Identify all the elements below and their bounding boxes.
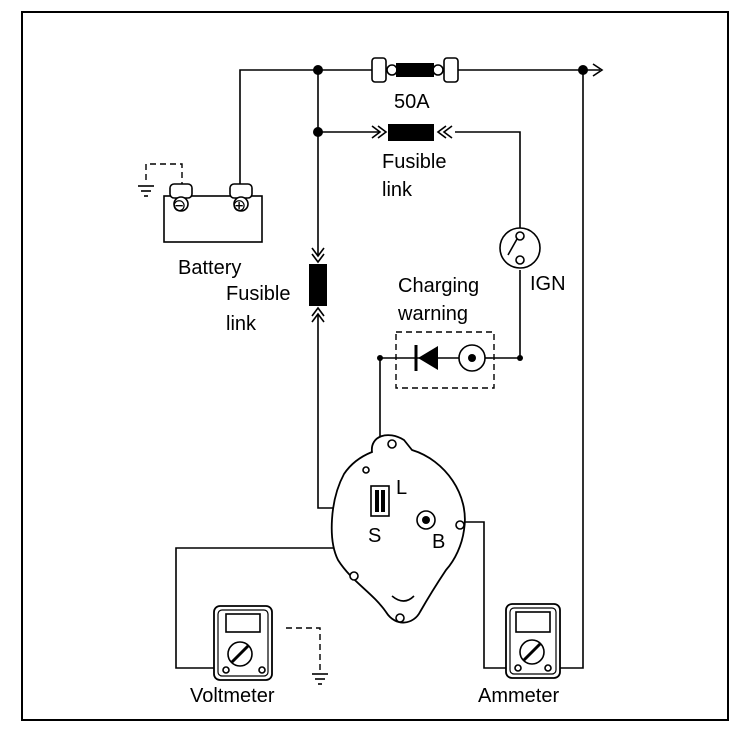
ignition-switch [499,227,541,269]
ls-connector [370,485,390,517]
ammeter [505,603,561,679]
battery-negative-icon: ⊖ [172,196,186,215]
charging-warning-label-line2: warning [397,303,468,325]
junction-dot [313,65,323,75]
junction-dot [578,65,588,75]
fusible-link-upper-label-line1: Fusible [382,151,446,173]
fuse-50a [371,57,459,83]
output-arrow-icon [592,63,604,77]
voltmeter [213,605,273,681]
diagram-frame [21,11,729,721]
battery-positive-icon: ⊕ [232,196,246,215]
voltmeter-label: Voltmeter [190,685,275,707]
fusible-link-upper-label-line2: link [382,179,413,201]
voltmeter-ground-icon [312,673,328,685]
ammeter-label: Ammeter [478,685,559,707]
fuse-rating-label: 50A [394,91,430,113]
terminal-s-label: S [368,525,381,547]
junction-dot [313,127,323,137]
battery-label: Battery [178,257,241,279]
fusible-link-lower-label-line2: link [226,313,257,335]
fusible-link-lower [309,247,327,323]
fusible-link-lower-label-line1: Fusible [226,283,290,305]
fusible-link-upper [371,124,453,141]
junction-dot [377,355,383,361]
battery-ground-icon [138,185,154,197]
terminal-l-label: L [396,477,407,499]
alternator [330,434,466,624]
junction-dot [517,355,523,361]
charging-warning-label-line1: Charging [398,275,479,297]
battery: ⊖ ⊕ [163,183,263,243]
charging-warning-lamp [395,331,495,389]
terminal-b-label: B [432,531,445,553]
ign-label: IGN [530,273,566,295]
